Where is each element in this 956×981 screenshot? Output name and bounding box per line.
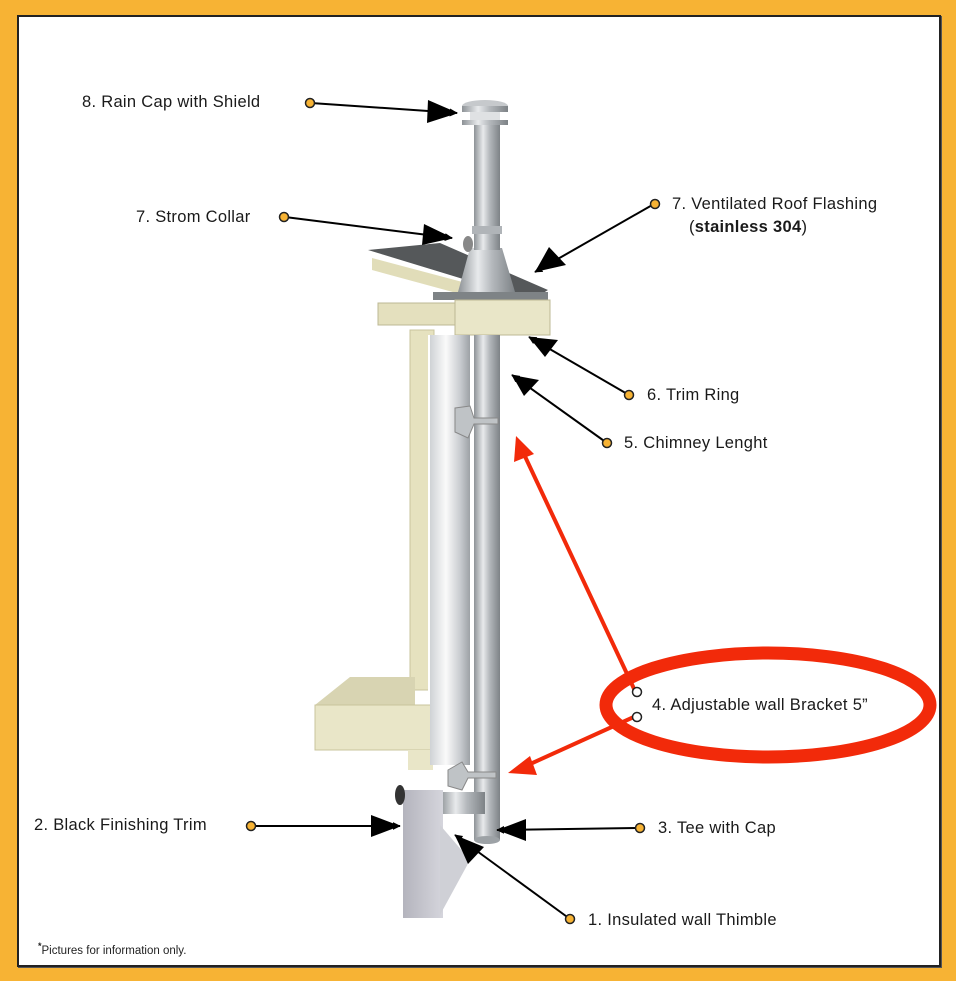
arrow-heads [371,100,566,864]
wall-bracket-lower [447,761,497,791]
label-black-finishing-trim: 2. Black Finishing Trim [34,816,207,834]
label-tee-with-cap: 3. Tee with Cap [658,819,776,837]
label-wall-thimble: 1. Insulated wall Thimble [588,911,777,929]
label-chimney-length: 5. Chimney Lenght [624,434,768,452]
highlight-ellipse [599,646,937,764]
callout-dots [245,97,661,925]
label-trim-ring: 6. Trim Ring [647,386,740,404]
rain-cap-shape [462,100,508,125]
footnote: *Pictures for information only. [38,941,187,957]
wall-bracket-upper [454,405,499,439]
roof [368,243,551,336]
chimney-pipe [430,335,470,765]
label-roof-flashing-material: (stainless 304) [689,218,808,236]
label-storm-collar: 7. Strom Collar [136,208,251,226]
roof-flashing-shape [458,248,515,292]
label-wall-bracket: 4. Adjustable wall Bracket 5” [652,696,868,714]
wall-thimble-shape [403,790,443,918]
label-roof-flashing: 7. Ventilated Roof Flashing [672,195,878,213]
label-rain-cap: 8. Rain Cap with Shield [82,93,261,111]
